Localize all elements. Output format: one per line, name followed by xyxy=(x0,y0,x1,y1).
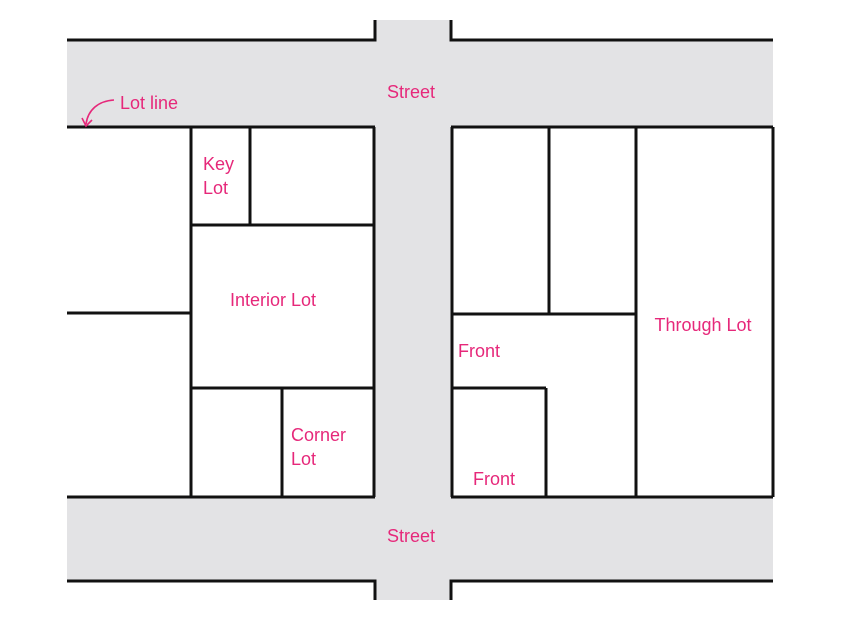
corner-lot-label: Corner Lot xyxy=(291,425,351,469)
labels: Street Street Lot line Key Lot Interior … xyxy=(120,82,752,546)
curb-bottom-left xyxy=(67,579,377,600)
through-lot-label: Through Lot xyxy=(654,315,751,335)
corner-lot-label-line2: Lot xyxy=(291,449,316,469)
street-label-bottom: Street xyxy=(387,526,435,546)
lot-line-label: Lot line xyxy=(120,93,178,113)
front-label-lower: Front xyxy=(473,469,515,489)
corner-lot-label-line1: Corner xyxy=(291,425,346,445)
streets xyxy=(67,20,773,600)
street-edges xyxy=(67,20,773,600)
lot-line-arrow-icon xyxy=(85,99,115,125)
lot-line-callout xyxy=(81,99,115,128)
left-block xyxy=(67,125,376,499)
street-vertical-pavement xyxy=(375,20,451,600)
right-block xyxy=(450,125,775,499)
key-lot-label: Key Lot xyxy=(203,154,239,198)
lot-line-arrowhead-icon xyxy=(81,117,93,128)
curb-top-left xyxy=(67,20,377,42)
curb-bottom-right xyxy=(449,579,773,600)
key-lot-label-line2: Lot xyxy=(203,178,228,198)
street-label-top: Street xyxy=(387,82,435,102)
curb-top-right xyxy=(449,20,773,42)
key-lot-label-line1: Key xyxy=(203,154,234,174)
front-label-upper: Front xyxy=(458,341,500,361)
interior-lot-label: Interior Lot xyxy=(230,290,316,310)
